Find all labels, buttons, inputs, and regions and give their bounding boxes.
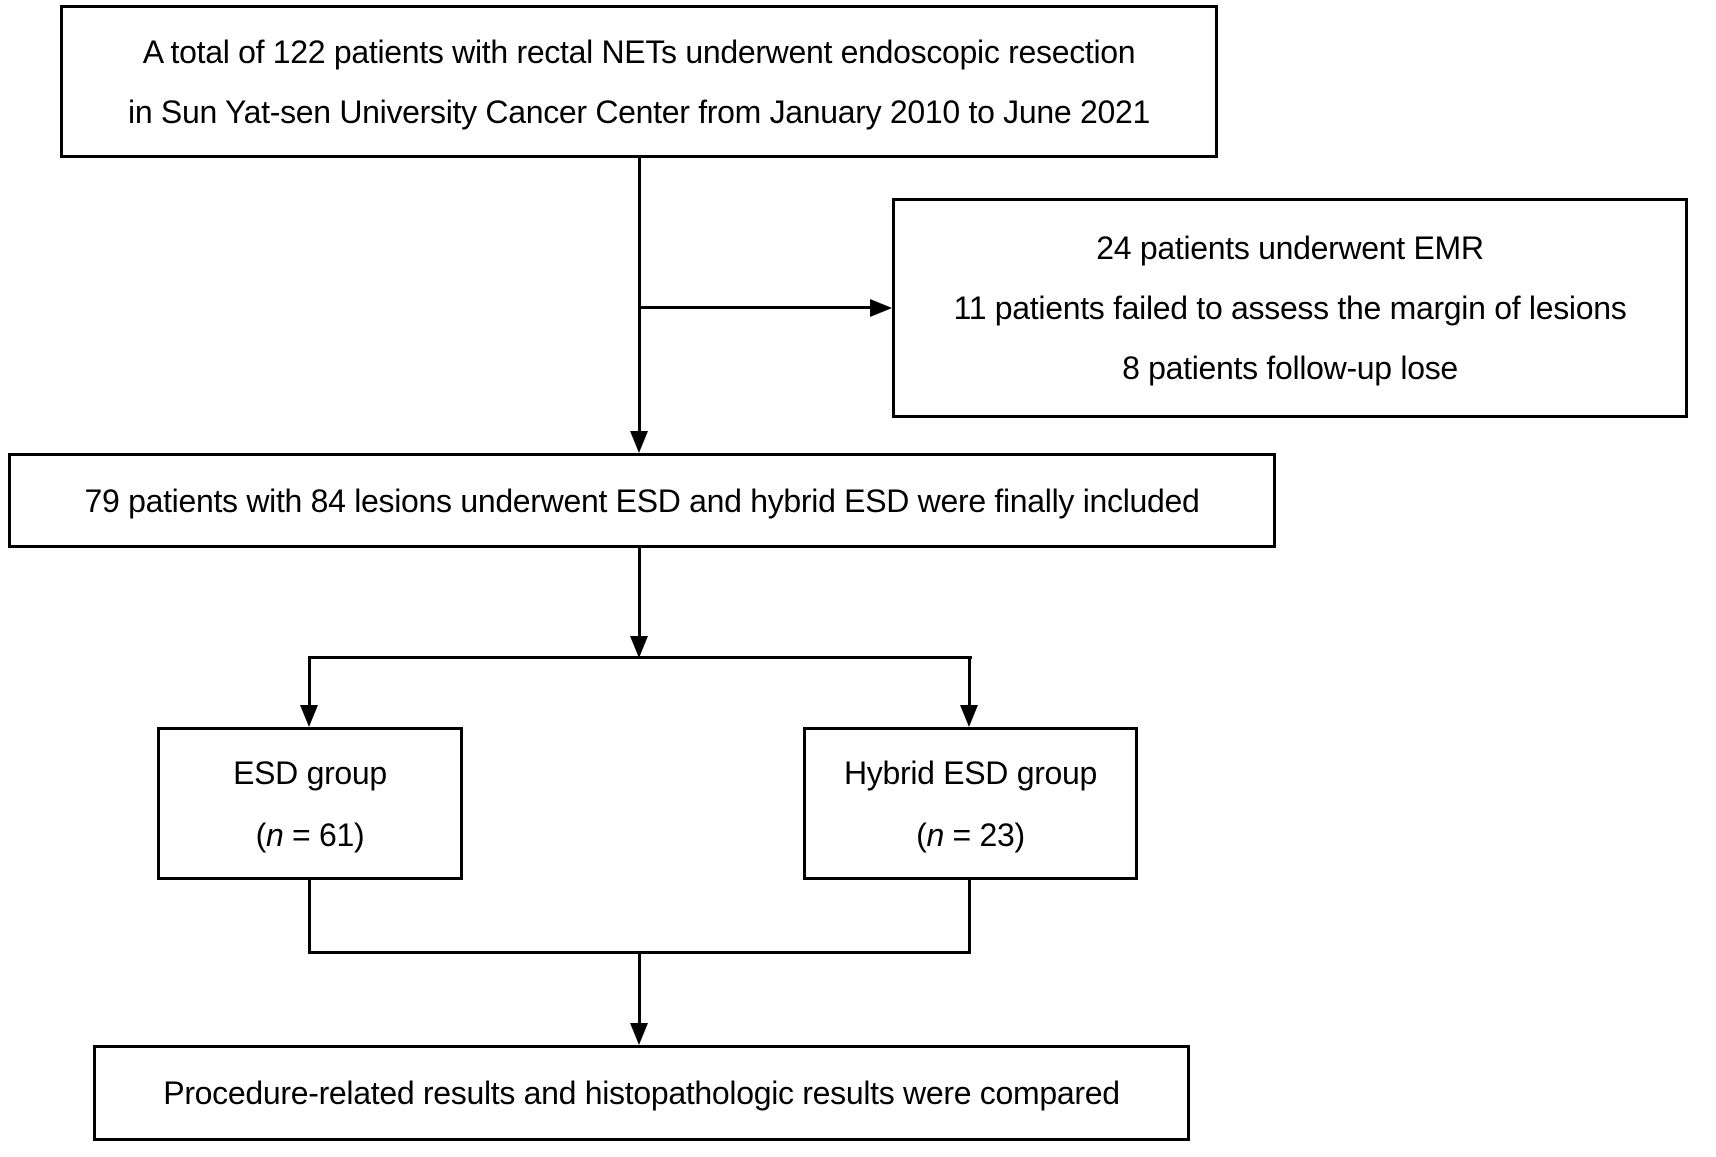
connector-split-to-esd-line bbox=[308, 656, 311, 705]
box-included: 79 patients with 84 lesions underwent ES… bbox=[8, 453, 1276, 548]
box-outcome-line1: Procedure-related results and histopatho… bbox=[163, 1075, 1120, 1111]
box-hybrid-esd-group-title: Hybrid ESD group bbox=[843, 754, 1098, 791]
connector-split-to-hybrid-line bbox=[968, 656, 971, 705]
box-outcome: Procedure-related results and histopatho… bbox=[93, 1045, 1190, 1141]
box-total-patients-line2: in Sun Yat-sen University Cancer Center … bbox=[128, 93, 1150, 130]
box-exclusions-line2: 11 patients failed to assess the margin … bbox=[953, 290, 1627, 326]
box-esd-group-n: (n = 61) bbox=[256, 804, 365, 866]
arrowhead-down-esd-icon bbox=[300, 705, 318, 727]
box-total-patients-line1: A total of 122 patients with rectal NETs… bbox=[142, 33, 1136, 70]
connector-included-to-split-line bbox=[638, 548, 641, 636]
arrowhead-right-exclusions-icon bbox=[870, 299, 892, 317]
connector-merge-to-outcome-line bbox=[638, 951, 641, 1023]
box-esd-group: ESD group (n = 61) bbox=[157, 727, 463, 880]
box-total-patients: A total of 122 patients with rectal NETs… bbox=[60, 5, 1218, 158]
box-exclusions: 24 patients underwent EMR 11 patients fa… bbox=[892, 198, 1688, 418]
hybrid-n-symbol: n bbox=[926, 816, 944, 853]
box-exclusions-line1: 24 patients underwent EMR bbox=[1096, 230, 1484, 266]
split-horizontal-line bbox=[308, 656, 972, 659]
arrowhead-down-hybrid-icon bbox=[960, 705, 978, 727]
arrowhead-down-split-icon bbox=[630, 636, 648, 658]
esd-n-symbol: n bbox=[265, 816, 284, 853]
connector-esd-to-merge-line bbox=[308, 880, 311, 954]
hybrid-n-value: = 23) bbox=[943, 816, 1026, 853]
connector-to-exclusions-line bbox=[638, 306, 870, 309]
arrowhead-down-outcome-icon bbox=[630, 1023, 648, 1045]
hybrid-n-open: ( bbox=[916, 816, 927, 853]
box-exclusions-line3: 8 patients follow-up lose bbox=[1122, 350, 1458, 386]
box-included-line1: 79 patients with 84 lesions underwent ES… bbox=[84, 482, 1200, 519]
box-hybrid-esd-group-n: (n = 23) bbox=[916, 804, 1025, 866]
connector-hybrid-to-merge-line bbox=[968, 880, 971, 954]
esd-n-value: = 61) bbox=[283, 816, 365, 853]
box-esd-group-title: ESD group bbox=[233, 754, 387, 791]
esd-n-open: ( bbox=[255, 816, 267, 853]
box-hybrid-esd-group: Hybrid ESD group (n = 23) bbox=[803, 727, 1138, 880]
arrowhead-down-included-icon bbox=[630, 431, 648, 453]
connector-top-to-included-line bbox=[638, 158, 641, 431]
